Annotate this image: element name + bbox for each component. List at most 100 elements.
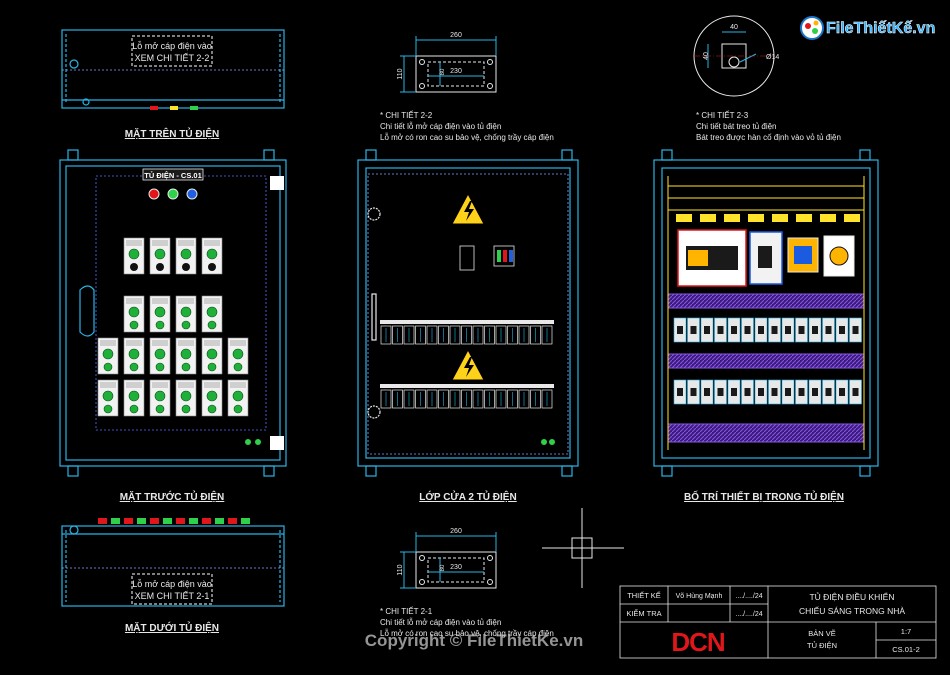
door2-indicators — [459, 245, 515, 271]
breaker-rail — [380, 320, 554, 324]
breaker-slot — [495, 389, 507, 409]
front-switch-module — [97, 379, 119, 417]
timer-face — [794, 246, 812, 264]
detail-2-1-dim-width: 260 — [450, 528, 462, 535]
mcb-handle — [771, 326, 778, 334]
mcb-handle — [690, 388, 697, 396]
front-switch-module — [201, 237, 223, 275]
front-switch-module — [175, 337, 197, 375]
front-switch-module — [201, 295, 223, 333]
breaker-slot — [472, 325, 484, 345]
bottom-lamp — [124, 518, 133, 524]
copyright-watermark: Copyright © FileThietKe.vn — [365, 631, 583, 650]
mcb-handle — [731, 326, 737, 334]
designer-label: THIẾT KẾ — [627, 590, 661, 600]
layout-device-blocks — [673, 214, 862, 405]
layout-view — [653, 149, 879, 477]
mcb-handle — [731, 388, 737, 396]
detail-2-3-dim-width: 40 — [730, 24, 738, 31]
terminal-block — [724, 214, 740, 222]
breaker-slot — [449, 325, 461, 345]
contactor-label — [688, 250, 708, 266]
front-switch-module — [201, 337, 223, 375]
breaker-rail — [380, 384, 554, 388]
breaker-slot — [518, 389, 530, 409]
detail-2-2-drawing — [400, 36, 497, 93]
breaker-slot — [403, 325, 415, 345]
breaker-slot — [380, 325, 392, 345]
bottom-lamp — [215, 518, 224, 524]
front-switch-module — [201, 379, 223, 417]
front-switch-module — [123, 379, 145, 417]
detail-2-1-dim-inner: 230 — [450, 564, 462, 571]
breaker-slot — [507, 389, 518, 409]
breaker-slot — [380, 389, 392, 409]
detail-2-3-dim-diameter: Ø14 — [766, 54, 779, 61]
front-switch-module — [149, 337, 171, 375]
mcb-handle — [744, 326, 751, 334]
detail-2-3-drawing — [693, 15, 775, 97]
breaker-slot — [472, 389, 484, 409]
detail-2-2-line1: Chi tiết lỗ mở cáp điện vào tủ điện — [380, 122, 501, 131]
top-view — [61, 29, 285, 110]
detail-2-2-dim-height: 110 — [397, 68, 404, 79]
breaker-slot — [415, 325, 426, 345]
breaker-slot — [484, 325, 495, 345]
breaker-slot — [438, 325, 449, 345]
terminal-block — [796, 214, 812, 222]
door2-breaker-rows — [380, 320, 554, 409]
bottom-cable-hole-note-box — [131, 573, 213, 605]
breaker-slot — [530, 389, 541, 409]
front-switch-module — [149, 379, 171, 417]
breaker-slot — [392, 389, 403, 409]
bottom-view-title: MẶT DƯỚI TỦ ĐIỆN — [125, 621, 219, 634]
detail-2-1-drawing — [400, 532, 497, 589]
breaker-slot — [530, 325, 541, 345]
door2-view — [357, 149, 579, 477]
front-switch-module — [175, 379, 197, 417]
din-rails — [667, 176, 865, 450]
detail-2-1-dim-inner-height: 80 — [440, 564, 446, 571]
detail-2-2-line2: Lỗ mở có ron cao su bảo vệ, chống trầy c… — [380, 133, 554, 142]
front-switch-module — [123, 237, 145, 275]
bottom-lamp — [111, 518, 120, 524]
checker-label: KIỂM TRA — [626, 609, 661, 618]
detail-2-1-line1: Chi tiết lỗ mở cáp điện vào tủ điện — [380, 618, 501, 627]
front-switch-module — [123, 337, 145, 375]
breaker-slot — [426, 389, 438, 409]
bottom-view — [61, 525, 285, 607]
title-block — [619, 585, 937, 659]
detail-2-2-dim-inner-height: 80 — [440, 68, 446, 75]
mcb-handle — [839, 388, 845, 396]
mcb-handle — [758, 326, 764, 334]
bottom-lamp — [137, 518, 146, 524]
top-view-title: MẶT TRÊN TỦ ĐIỆN — [125, 127, 219, 140]
designer-date: ..../..../24 — [735, 593, 762, 600]
project-title-line1: TỦ ĐIỆN ĐIỀU KHIỂN — [809, 591, 894, 602]
top-note-line1: Lỗ mở cáp điện vào — [132, 41, 211, 51]
indicator-lamps — [148, 188, 198, 200]
detail-2-3-line1: Chi tiết bát treo tủ điện — [696, 122, 777, 131]
power-supply-dial — [829, 246, 849, 266]
mcb-handle — [798, 326, 805, 334]
top-cable-hole-note-box — [131, 35, 213, 67]
front-switch-grid — [97, 237, 249, 417]
mcb-handle — [798, 388, 805, 396]
door2-view-title: LỚP CỬA 2 TỦ ĐIỆN — [419, 490, 516, 503]
mcb-handle — [677, 388, 683, 396]
breaker-slot — [461, 389, 472, 409]
breaker-slot — [495, 325, 507, 345]
mcb-handle — [717, 326, 724, 334]
mcb-handle — [852, 388, 859, 396]
mcb-handle — [812, 388, 818, 396]
bottom-lamp — [228, 518, 237, 524]
warning-sign-bottom — [451, 348, 485, 381]
site-logo-text: FileThiếtKế.vn — [826, 20, 935, 37]
terminal-block — [820, 214, 836, 222]
mcb-handle — [825, 388, 832, 396]
filethietke-logo — [800, 16, 824, 40]
checker-date: ..../..../24 — [735, 611, 762, 618]
bottom-lamp — [189, 518, 198, 524]
